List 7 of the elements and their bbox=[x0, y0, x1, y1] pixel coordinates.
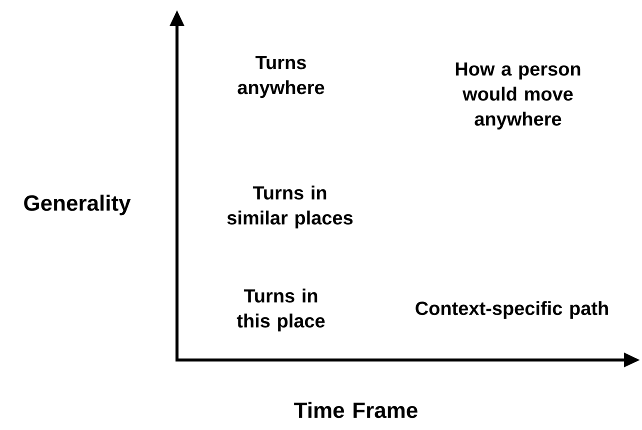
quadrant-label: Turns in similar places bbox=[227, 186, 353, 228]
quadrant-label: Turns anywhere bbox=[238, 56, 324, 98]
axis-title: Time Frame bbox=[294, 402, 418, 418]
axis-title: Generality bbox=[24, 194, 131, 216]
quadrant-label: How a person would move anywhere bbox=[456, 62, 580, 130]
quadrant-label: Context-specific path bbox=[416, 301, 608, 319]
quadrant-label: Turns in this place bbox=[236, 288, 325, 332]
